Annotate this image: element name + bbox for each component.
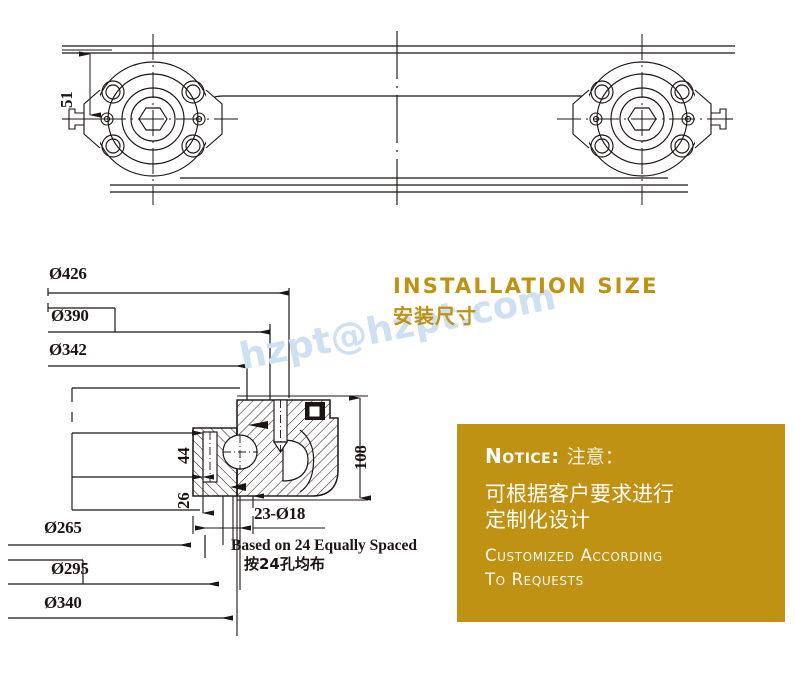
dim-108-leader (237, 395, 371, 501)
dim-108-label: 108 (351, 445, 370, 470)
dim-d295-label: Ø295 (51, 559, 89, 578)
dim-d265-leader (8, 535, 206, 558)
dim-44-label: 44 (174, 447, 193, 464)
dim-51-leader (62, 49, 112, 120)
right-flange-hub (557, 34, 733, 205)
dim-d390-label: Ø390 (51, 306, 89, 325)
notice-body-cn-2: 定制化设计 (485, 508, 590, 533)
notice-body-en-1: Customized According (485, 545, 663, 565)
dim-d390-leader (48, 307, 271, 400)
dim-d342-leader (48, 358, 248, 400)
hole-note-cn: 按24孔均布 (244, 555, 325, 573)
notice-heading-en: Notice: (485, 444, 560, 468)
dim-d265-label: Ø265 (44, 518, 82, 537)
title-english: INSTALLATION SIZE (393, 274, 659, 298)
installation-size-title: INSTALLATION SIZE 安装尺寸 (393, 274, 693, 328)
bearing-cross-section (192, 399, 339, 497)
notice-body-en: Customized According To Requests (485, 544, 785, 594)
dim-d426-label: Ø426 (49, 264, 87, 283)
notice-panel: Notice: 注意： 可根据客户要求进行 定制化设计 Customized Ac… (457, 424, 785, 622)
hole-note-en: Based on 24 Equally Spaced (231, 537, 418, 554)
dim-d426-leader (48, 288, 290, 398)
title-chinese: 安装尺寸 (393, 304, 477, 328)
dim-26-label: 26 (174, 492, 193, 509)
notice-body-cn-1: 可根据客户要求进行 (485, 482, 674, 506)
hole-callout-label: 23-Ø18 (254, 504, 306, 523)
dim-d342-label: Ø342 (49, 340, 87, 359)
notice-heading: Notice: 注意： (485, 446, 785, 467)
dim-d295-leader (8, 559, 219, 587)
notice-heading-cn: 注意： (566, 446, 624, 468)
notice-body-en-2: To Requests (485, 570, 584, 590)
dim-d340-label: Ø340 (44, 593, 82, 612)
roller-body-outline (62, 45, 735, 193)
bottom-section-view (8, 288, 371, 636)
top-assembly-view (62, 31, 735, 205)
dim-51-label: 51 (57, 91, 76, 108)
